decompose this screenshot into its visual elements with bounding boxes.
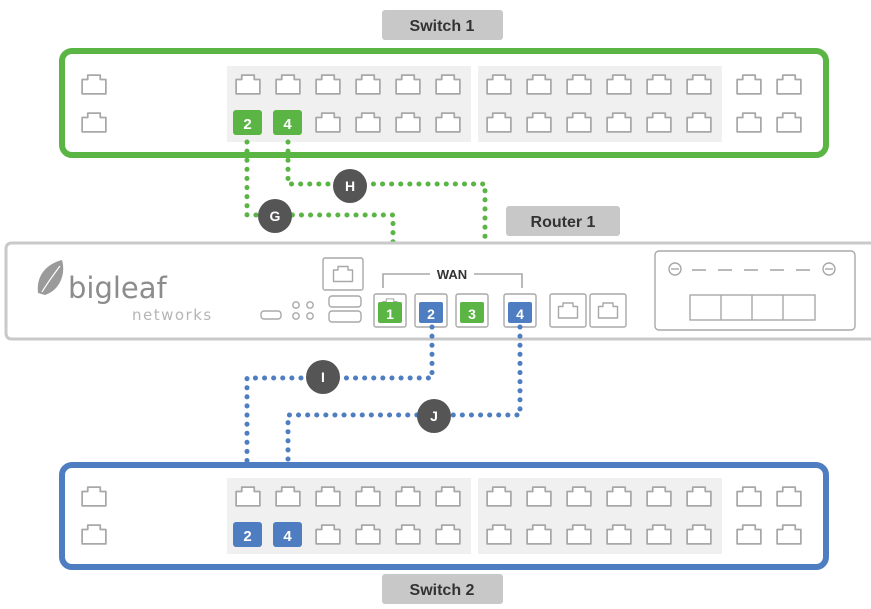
expansion-module [654, 250, 856, 331]
switch1-port-4-label: 4 [283, 116, 292, 133]
indicator-dots [292, 301, 314, 320]
wan-bracket: WAN [382, 267, 523, 288]
switch1-port-bank-a [227, 66, 471, 142]
router-label: Router 1 [531, 214, 596, 231]
usb-port-2[interactable] [328, 310, 362, 323]
wan-port-4-label: 4 [516, 306, 524, 322]
switch1-port-4[interactable]: 4 [273, 110, 302, 135]
link-H [285, 139, 488, 271]
wan-port-3-label: 3 [468, 306, 476, 322]
brand-name: bigleaf [68, 271, 168, 305]
badge-J-label: J [430, 408, 438, 424]
lan-port-6[interactable] [589, 293, 627, 328]
wan-label: WAN [437, 267, 467, 282]
link-J [285, 324, 523, 533]
usb-port-1[interactable] [328, 295, 362, 308]
badge-G: G [258, 199, 292, 233]
badge-H: H [333, 169, 367, 203]
leaf-icon [37, 260, 64, 295]
switch2-port-2-label: 2 [243, 528, 251, 545]
wan-port-1-label: 1 [386, 306, 394, 322]
switch2-port-4[interactable]: 4 [273, 522, 302, 547]
switch1-port-2-label: 2 [243, 116, 251, 133]
badge-H-label: H [345, 178, 355, 194]
switch2: 2 4 Switch 2 [59, 462, 829, 604]
lan-port-5[interactable] [549, 293, 587, 328]
router: Router 1 bigleaf networks WAN [4, 206, 871, 341]
badge-J: J [417, 399, 451, 433]
brand-subtitle: networks [132, 306, 213, 324]
switch1-label-box [382, 10, 503, 40]
badge-G-label: G [270, 208, 281, 224]
switch2-label-box [382, 574, 503, 604]
wan-port-4[interactable]: 4 [503, 293, 537, 328]
wan-port-3[interactable]: 3 [455, 293, 489, 328]
switch2-label: Switch 2 [410, 582, 475, 599]
badge-I: I [306, 360, 340, 394]
router-label-box [506, 206, 620, 236]
switch2-port-2[interactable]: 2 [233, 522, 262, 547]
switch2-port-4-label: 4 [283, 528, 292, 545]
switch2-port-bank-a [227, 478, 471, 554]
badge-I-label: I [321, 369, 325, 385]
switch1-port-2[interactable]: 2 [233, 110, 262, 135]
wan-port-2-label: 2 [427, 306, 435, 322]
switch1-label: Switch 1 [410, 18, 475, 35]
wan-port-2[interactable]: 2 [414, 293, 448, 328]
wan-port-1[interactable]: 1 [373, 293, 407, 328]
switch1-port-bank-b [478, 66, 722, 142]
status-led [260, 310, 282, 320]
switch2-port-bank-b [478, 478, 722, 554]
switch1: Switch 1 2 4 [59, 10, 829, 158]
